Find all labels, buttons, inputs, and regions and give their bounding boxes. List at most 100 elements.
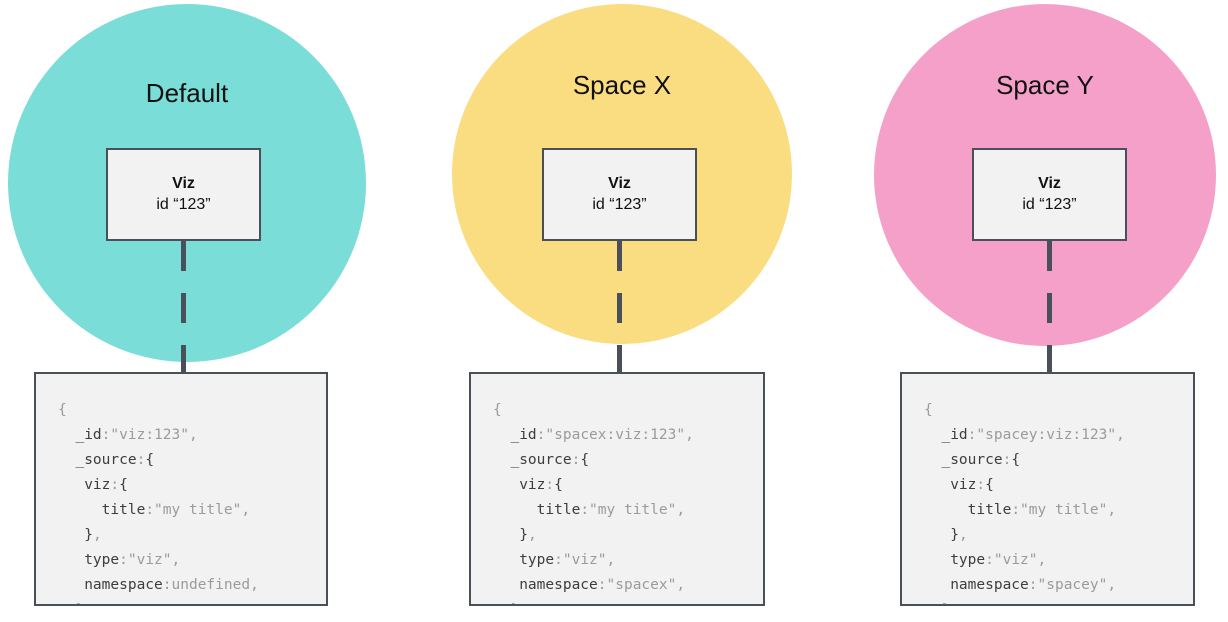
code-token-punct	[58, 527, 84, 543]
code-line: _id:"spacey:viz:123",	[924, 423, 1193, 448]
code-token-punct	[924, 427, 941, 443]
connector-spacey	[1047, 241, 1052, 372]
code-line: _source:{	[493, 448, 763, 473]
code-token-key: _source	[510, 452, 572, 468]
code-token-punct: :	[110, 477, 120, 493]
viz-node-id: id “123”	[1022, 196, 1077, 213]
code-line: type:"viz",	[493, 548, 763, 573]
code-token-value: "spacey:viz:123"	[976, 427, 1117, 443]
code-token-key: type	[950, 552, 986, 568]
code-document-source: { _id:"spacex:viz:123", _source:{ viz:{ …	[471, 374, 763, 604]
code-token-key: {	[554, 477, 563, 493]
code-token-punct	[924, 577, 950, 593]
code-token-key: {	[145, 452, 155, 468]
code-token-punct: ,	[241, 502, 251, 518]
space-label-default: Default	[145, 78, 229, 108]
code-token-punct	[58, 477, 84, 493]
code-token-key: }	[519, 527, 528, 543]
code-line: },	[924, 523, 1193, 548]
code-line: }	[924, 598, 1193, 604]
code-token-punct: ,	[606, 552, 616, 568]
code-line: _id:"spacex:viz:123",	[493, 423, 763, 448]
code-token-punct	[493, 427, 510, 443]
code-token-punct: ,	[1107, 577, 1117, 593]
code-line: namespace:undefined,	[58, 573, 326, 598]
code-token-key: _id	[941, 427, 968, 443]
code-token-key: }	[950, 527, 959, 543]
code-line: }	[493, 598, 763, 604]
space-label-spacey: Space Y	[996, 70, 1094, 100]
code-token-value: undefined	[171, 577, 251, 593]
code-block-spacex: { _id:"spacex:viz:123", _source:{ viz:{ …	[469, 372, 765, 606]
code-token-key: viz	[84, 477, 111, 493]
code-token-key: title	[101, 502, 146, 518]
code-token-punct: ,	[685, 427, 694, 443]
code-token-punct: {	[58, 402, 67, 418]
code-token-punct: :	[136, 452, 146, 468]
code-token-punct	[493, 527, 519, 543]
code-line: },	[493, 523, 763, 548]
code-line: namespace:"spacex",	[493, 573, 763, 598]
code-token-punct	[924, 527, 950, 543]
code-token-punct: :	[1028, 577, 1038, 593]
viz-node-spacey[interactable]: Viz id “123”	[972, 148, 1127, 241]
code-token-punct	[58, 502, 102, 518]
code-token-value: "spacey"	[1037, 577, 1108, 593]
code-token-value: "spacex:viz:123"	[545, 427, 686, 443]
code-token-key: namespace	[519, 577, 598, 593]
code-token-punct: }	[941, 602, 950, 604]
code-token-value: "my title"	[154, 502, 242, 518]
code-token-key: viz	[519, 477, 546, 493]
code-token-punct: :	[101, 427, 111, 443]
code-token-key: {	[985, 477, 994, 493]
connector-default	[181, 241, 186, 372]
code-token-punct: {	[493, 402, 502, 418]
code-token-punct: :	[145, 502, 155, 518]
code-line: _source:{	[924, 448, 1193, 473]
code-token-punct	[493, 602, 510, 604]
code-token-punct: :	[1011, 502, 1021, 518]
code-token-punct: :	[967, 427, 977, 443]
code-token-punct	[924, 602, 941, 604]
code-line: {	[493, 398, 763, 423]
connector-spacex	[617, 241, 622, 372]
viz-node-title: Viz	[1038, 175, 1061, 192]
code-token-punct: ,	[171, 552, 181, 568]
code-token-key: type	[519, 552, 555, 568]
code-token-punct: }	[510, 602, 519, 604]
code-token-punct: {	[924, 402, 933, 418]
code-token-punct: ,	[188, 427, 198, 443]
code-token-punct: ,	[1037, 552, 1047, 568]
code-token-key: }	[84, 527, 93, 543]
code-token-value: "my title"	[1020, 502, 1108, 518]
code-token-punct: :	[580, 502, 590, 518]
code-document-source: { _id:"viz:123", _source:{ viz:{ title:"…	[36, 374, 326, 604]
code-token-punct: }	[75, 602, 84, 604]
code-token-key: _source	[941, 452, 1003, 468]
code-line: {	[58, 398, 326, 423]
code-token-punct	[924, 552, 950, 568]
code-token-punct: ,	[1116, 427, 1125, 443]
code-token-punct: :	[571, 452, 581, 468]
code-token-value: "viz"	[127, 552, 172, 568]
code-token-punct	[924, 502, 968, 518]
code-token-value: "viz"	[993, 552, 1038, 568]
code-token-punct: :	[976, 477, 986, 493]
viz-node-title: Viz	[608, 175, 631, 192]
code-token-punct	[58, 452, 75, 468]
code-token-value: "spacex"	[606, 577, 677, 593]
code-line: title:"my title",	[493, 498, 763, 523]
space-label-spacex: Space X	[572, 70, 672, 100]
code-token-punct: ,	[676, 502, 686, 518]
code-line: viz:{	[58, 473, 326, 498]
code-document-source: { _id:"spacey:viz:123", _source:{ viz:{ …	[902, 374, 1193, 604]
code-token-key: namespace	[84, 577, 163, 593]
code-token-punct	[58, 552, 84, 568]
code-token-punct: :	[162, 577, 172, 593]
code-token-key: namespace	[950, 577, 1029, 593]
code-token-punct	[493, 452, 510, 468]
code-line: {	[924, 398, 1193, 423]
